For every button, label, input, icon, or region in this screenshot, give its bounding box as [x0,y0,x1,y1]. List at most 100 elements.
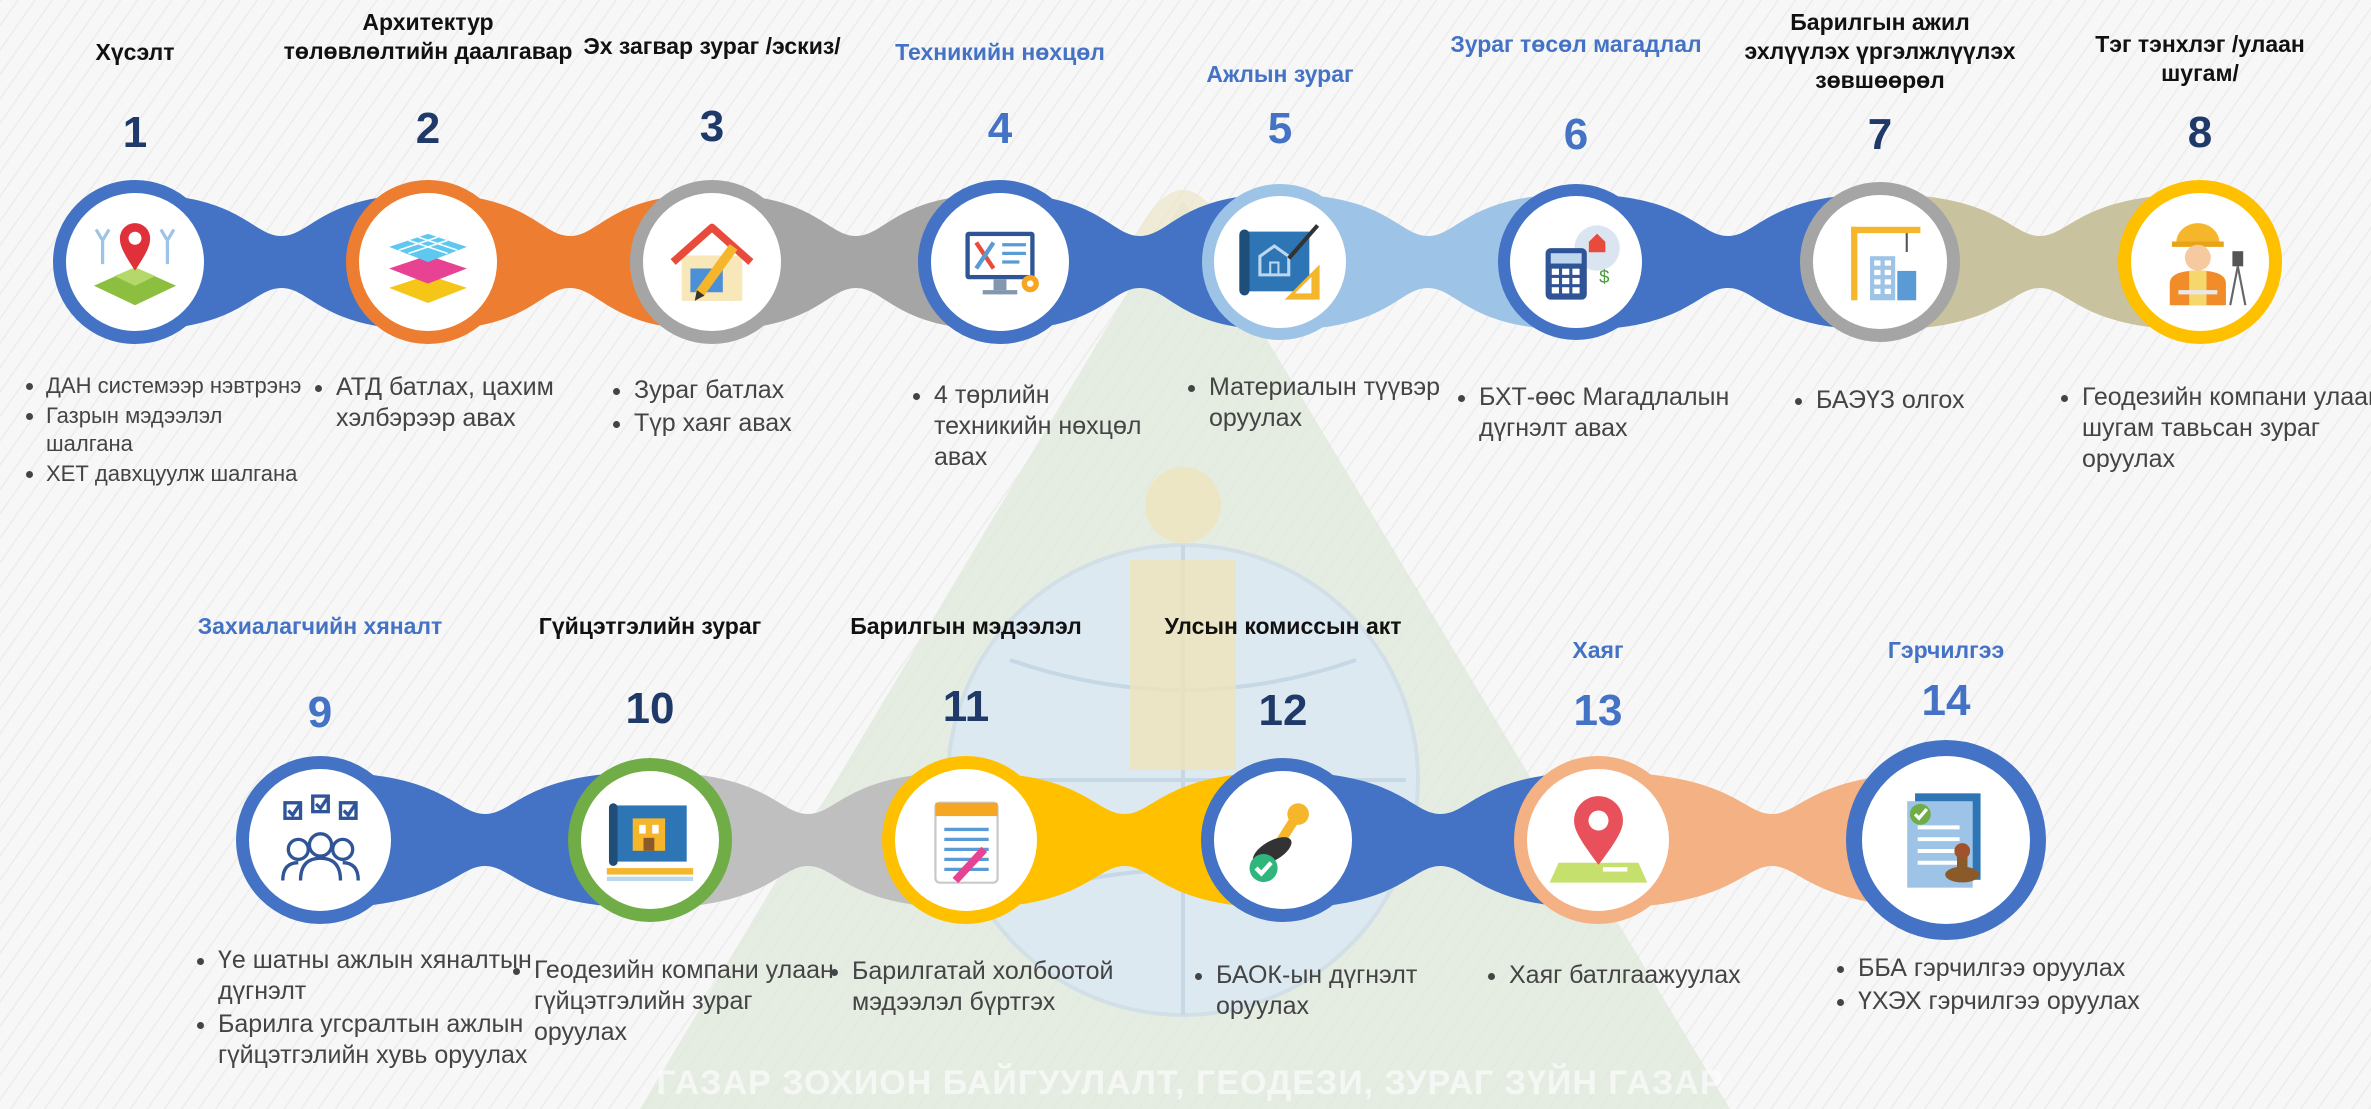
notepad-icon [911,785,1022,896]
step-14-number: 14 [1921,676,1971,725]
connector-12-13 [1283,772,1598,908]
step-13-circle [1514,756,1682,924]
certificate-icon [1881,775,2012,906]
step-3-number: 3 [699,102,725,151]
step-3-bullets: Зураг батлахТүр хаяг авах [598,375,894,441]
bullet-item: ББА гэрчилгээ оруулах [1858,953,2238,984]
step-10-bullets: Геодезийн компани улаан гүйцэтгэлийн зур… [498,955,834,1050]
bullet-item: Зураг батлах [634,375,894,406]
connector-11-12 [966,772,1283,908]
step-13-number: 13 [1573,686,1623,735]
step-8-number: 8 [2187,108,2213,157]
step-2-title: Архитектур төлөвлөлтийн даалгавар [283,9,573,64]
step-5-circle [1202,184,1358,340]
step-2-number: 2 [415,104,441,153]
step-7-number: 7 [1867,110,1893,159]
watermark-text: ГАЗАР ЗОХИОН БАЙГУУЛАЛТ, ГЕОДЕЗИ, ЗУРАГ … [656,1064,1724,1102]
engineering-tools-icon [946,208,1054,316]
bullet-item: Материалын түүвэр оруулах [1209,372,1469,434]
step-10-circle [568,758,732,922]
bullet-item: ДАН системээр нэвтрэнэ [46,372,306,400]
connector-7-8 [1880,194,2200,330]
step-4-number: 4 [987,104,1013,153]
step-14-title: Гэрчилгээ [1887,637,2005,663]
bullet-item: Геодезийн компани улаан шугам тавьсан зу… [2082,382,2371,475]
step-4-circle [918,180,1082,344]
step-11-bullets: Барилгатай холбоотой мэдээлэл бүртгэх [816,956,1182,1020]
step-6-circle: $ [1498,184,1654,340]
bullet-item: ХЕТ давхцуулж шалгана [46,460,306,488]
step-14-bullets: ББА гэрчилгээ оруулахҮХЭХ гэрчилгээ оруу… [1822,953,2238,1019]
step-2-bullets: АТД батлах, цахим хэлбэрээр авах [300,372,606,436]
bullet-item: БАЭҮЗ олгох [1816,385,2036,416]
blueprint-icon [1229,211,1332,314]
step-6-title: Зураг төсөл магадлал [1450,31,1702,57]
step-7-bullets: БАЭҮЗ олгох [1780,385,2036,418]
step-7-title: Барилгын ажил эхлүүлэх үргэлжлүүлэх зөвш… [1744,9,2016,93]
step-1-bullets: ДАН системээр нэвтрэнэГазрын мэдээлэл ша… [10,372,306,490]
step-5-title: Ажлын зураг [1206,61,1354,87]
step-11-circle [882,756,1050,924]
step-9-title: Захиалагчийн хяналт [197,613,443,639]
map-pin-icon [81,208,189,316]
step-14-circle [1846,740,2046,940]
step-6-bullets: БХТ-өөс Магадлалын дүгнэлт авах [1443,382,1779,446]
bullet-item: БХТ-өөс Магадлалын дүгнэлт авах [1479,382,1779,444]
bullet-item: Газрын мэдээлэл шалгана [46,402,306,458]
step-12-circle [1201,758,1365,922]
step-12-title: Улсын комиссын акт [1164,613,1402,639]
connector-5-6 [1280,194,1576,330]
step-13-title: Хаяг [1572,637,1624,663]
step-1-title: Хүсэлт [95,39,175,65]
step-1-circle [53,180,217,344]
step-8-circle [2118,180,2282,344]
house-pencil-icon [658,208,766,316]
bullet-item: Үе шатны ажлын хяналтын дүгнэлт [218,945,548,1007]
connector-10-11 [650,772,966,908]
bullet-item: БАОК-ын дүгнэлт оруулах [1216,960,1476,1022]
connector-9-10 [320,772,650,908]
step-11-title: Барилгын мэдээлэл [850,613,1082,639]
calculator-icon: $ [1525,211,1628,314]
step-12-bullets: БАОК-ын дүгнэлт оруулах [1180,960,1476,1024]
step-5-number: 5 [1267,104,1293,153]
svg-text:$: $ [1599,266,1609,287]
step-2-circle [346,180,510,344]
layers-icon [374,208,482,316]
connector-6-7 [1576,194,1880,330]
blueprint-building-icon [596,786,704,894]
step-12-number: 12 [1258,686,1308,735]
step-3-title: Эх загвар зураг /эскиз/ [583,33,841,59]
step-5-bullets: Материалын түүвэр оруулах [1173,372,1469,436]
bullet-item: ҮХЭХ гэрчилгээ оруулах [1858,986,2238,1017]
step-6-number: 6 [1563,110,1589,159]
step-8-bullets: Геодезийн компани улаан шугам тавьсан зу… [2046,382,2371,477]
bullet-item: Барилгатай холбоотой мэдээлэл бүртгэх [852,956,1182,1018]
step-9-bullets: Үе шатны ажлын хяналтын дүгнэлтБарилга у… [182,945,548,1073]
step-4-title: Техникийн нөхцөл [895,39,1105,65]
emblem-soyombo [1130,560,1236,770]
step-4-bullets: 4 төрлийн техникийн нөхцөл авах [898,380,1164,475]
location-pin-icon [1543,785,1654,896]
step-9-circle [236,756,404,924]
step-11-number: 11 [942,682,990,731]
bullet-item: АТД батлах, цахим хэлбэрээр авах [336,372,606,434]
construction-crane-icon [1828,210,1933,315]
stamp-icon [1229,786,1337,894]
surveyor-icon [2146,208,2254,316]
step-3-circle [630,180,794,344]
step-9-number: 9 [307,688,333,737]
step-7-circle [1800,182,1960,342]
bullet-item: 4 төрлийн техникийн нөхцөл авах [934,380,1164,473]
team-checklist-icon [265,785,376,896]
step-10-title: Гүйцэтгэлийн зураг [538,613,762,639]
bullet-item: Хаяг батлгаажуулах [1509,960,1839,991]
step-13-bullets: Хаяг батлгаажуулах [1473,960,1839,993]
bullet-item: Барилга угсралтын ажлын гүйцэтгэлийн хув… [218,1009,548,1071]
bullet-item: Түр хаяг авах [634,408,894,439]
step-10-number: 10 [625,684,675,733]
bullet-item: Геодезийн компани улаан гүйцэтгэлийн зур… [534,955,834,1048]
step-8-title: Тэг тэнхлэг /улаан шугам/ [2095,31,2305,86]
step-1-number: 1 [122,108,148,157]
